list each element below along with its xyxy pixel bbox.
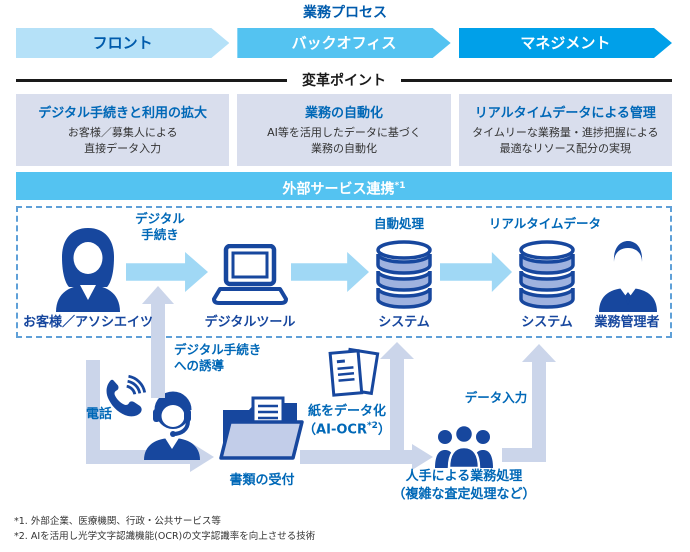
manager-label: 業務管理者 — [594, 315, 660, 330]
phone-label: 電話 — [86, 407, 113, 422]
divider-label: 変革ポイント — [302, 73, 386, 89]
point-body-line: タイムリーな業務量・進捗把握による — [472, 126, 659, 139]
auto-processing-annotation: 自動処理 — [373, 216, 425, 231]
footnote-2: *2. AIを活用し光学文字認識機能(OCR)の文字認識率を向上させる技術 — [14, 531, 316, 542]
database-icon-system2 — [519, 240, 575, 309]
point-title: リアルタイムデータによる管理 — [474, 106, 656, 121]
point-box-digital-procedures: デジタル手続きと利用の拡大 お客様／募集人による 直接データ入力 — [16, 94, 230, 166]
manual-processing-line: 人手による業務処理 — [405, 469, 523, 484]
arrow-customer-to-documents — [86, 360, 214, 472]
realtime-data-annotation: リアルタイムデータ — [488, 216, 602, 231]
transformation-points-divider: 変革ポイント — [16, 70, 672, 90]
ocr-label-part: （AI-OCR — [303, 422, 367, 438]
arrow-ocr-to-system — [380, 342, 414, 456]
people-group-icon — [435, 424, 493, 468]
arrow-manual-to-system — [502, 344, 556, 462]
stage-backoffice: バックオフィス — [237, 28, 450, 58]
point-body-line: 直接データ入力 — [84, 141, 162, 155]
point-title: デジタル手続きと利用の拡大 — [38, 106, 208, 121]
divider-line-left — [16, 78, 287, 82]
ocr-label-line: 紙をデータ化 — [307, 404, 387, 419]
system1-label: システム — [378, 315, 430, 330]
point-title: 業務の自動化 — [304, 106, 383, 121]
external-service-label: 外部サービス連携 — [282, 181, 395, 198]
point-body-line: 最適なリソース配分の実現 — [499, 141, 632, 155]
divider-line-right — [401, 78, 672, 82]
point-body-line: お客様／募集人による — [67, 126, 178, 139]
digital-tool-label: デジタルツール — [204, 315, 296, 330]
data-entry-annotation: データ入力 — [464, 390, 528, 405]
point-box-automation: 業務の自動化 AI等を活用したデータに基づく 業務の自動化 — [237, 94, 451, 166]
footnote-ref-1: *1 — [394, 181, 406, 191]
ocr-label-line: （AI-OCR*2） — [303, 421, 391, 439]
ocr-label: 紙をデータ化 （AI-OCR*2） — [303, 404, 391, 439]
annotation-line: 手続き — [141, 227, 179, 243]
guide-label-line: への誘導 — [174, 358, 225, 374]
document-folder-icon — [219, 396, 304, 460]
footnote-1: *1. 外部企業、医療機関、行政・公共サービス等 — [14, 516, 221, 527]
annotation-line: デジタル — [135, 211, 185, 226]
external-service-bar: 外部サービス連携*1 — [16, 172, 672, 200]
manual-processing-line: （複雑な査定処理など） — [392, 486, 536, 502]
documents-reception-label: 書類の受付 — [229, 473, 295, 488]
page-title: 業務プロセス — [303, 5, 387, 21]
digital-procedure-annotation: デジタル 手続き — [135, 211, 185, 244]
footnote-ref-2: *2 — [366, 420, 378, 431]
system2-label: システム — [521, 315, 573, 330]
manager-person-icon — [599, 241, 657, 312]
guide-label: デジタル手続き への誘導 — [174, 342, 261, 375]
guide-up-arrow — [142, 286, 174, 398]
point-box-realtime-data: リアルタイムデータによる管理 タイムリーな業務量・進捗把握による 最適なリソース… — [458, 94, 672, 166]
database-icon-system1 — [376, 240, 432, 309]
point-body-line: AI等を活用したデータに基づく — [267, 126, 421, 139]
point-body-line: 業務の自動化 — [310, 141, 377, 155]
call-operator-icon — [144, 391, 200, 460]
customer-label: お客様／アソシエイツ — [22, 315, 154, 330]
stage-management: マネジメント — [459, 28, 672, 58]
guide-label-line: デジタル手続き — [174, 342, 262, 357]
paper-documents-icon — [328, 347, 380, 397]
customer-person-icon — [56, 228, 120, 312]
digital-flow-boundary — [16, 206, 672, 338]
transformation-points-row: デジタル手続きと利用の拡大 お客様／募集人による 直接データ入力 業務の自動化 … — [16, 94, 672, 166]
process-stage-row: フロント バックオフィス マネジメント — [16, 28, 672, 58]
laptop-icon — [212, 244, 288, 305]
manual-processing-label: 人手による業務処理 （複雑な査定処理など） — [392, 468, 535, 503]
phone-icon — [106, 374, 147, 417]
ocr-label-part: ） — [377, 422, 391, 438]
stage-front: フロント — [16, 28, 229, 58]
